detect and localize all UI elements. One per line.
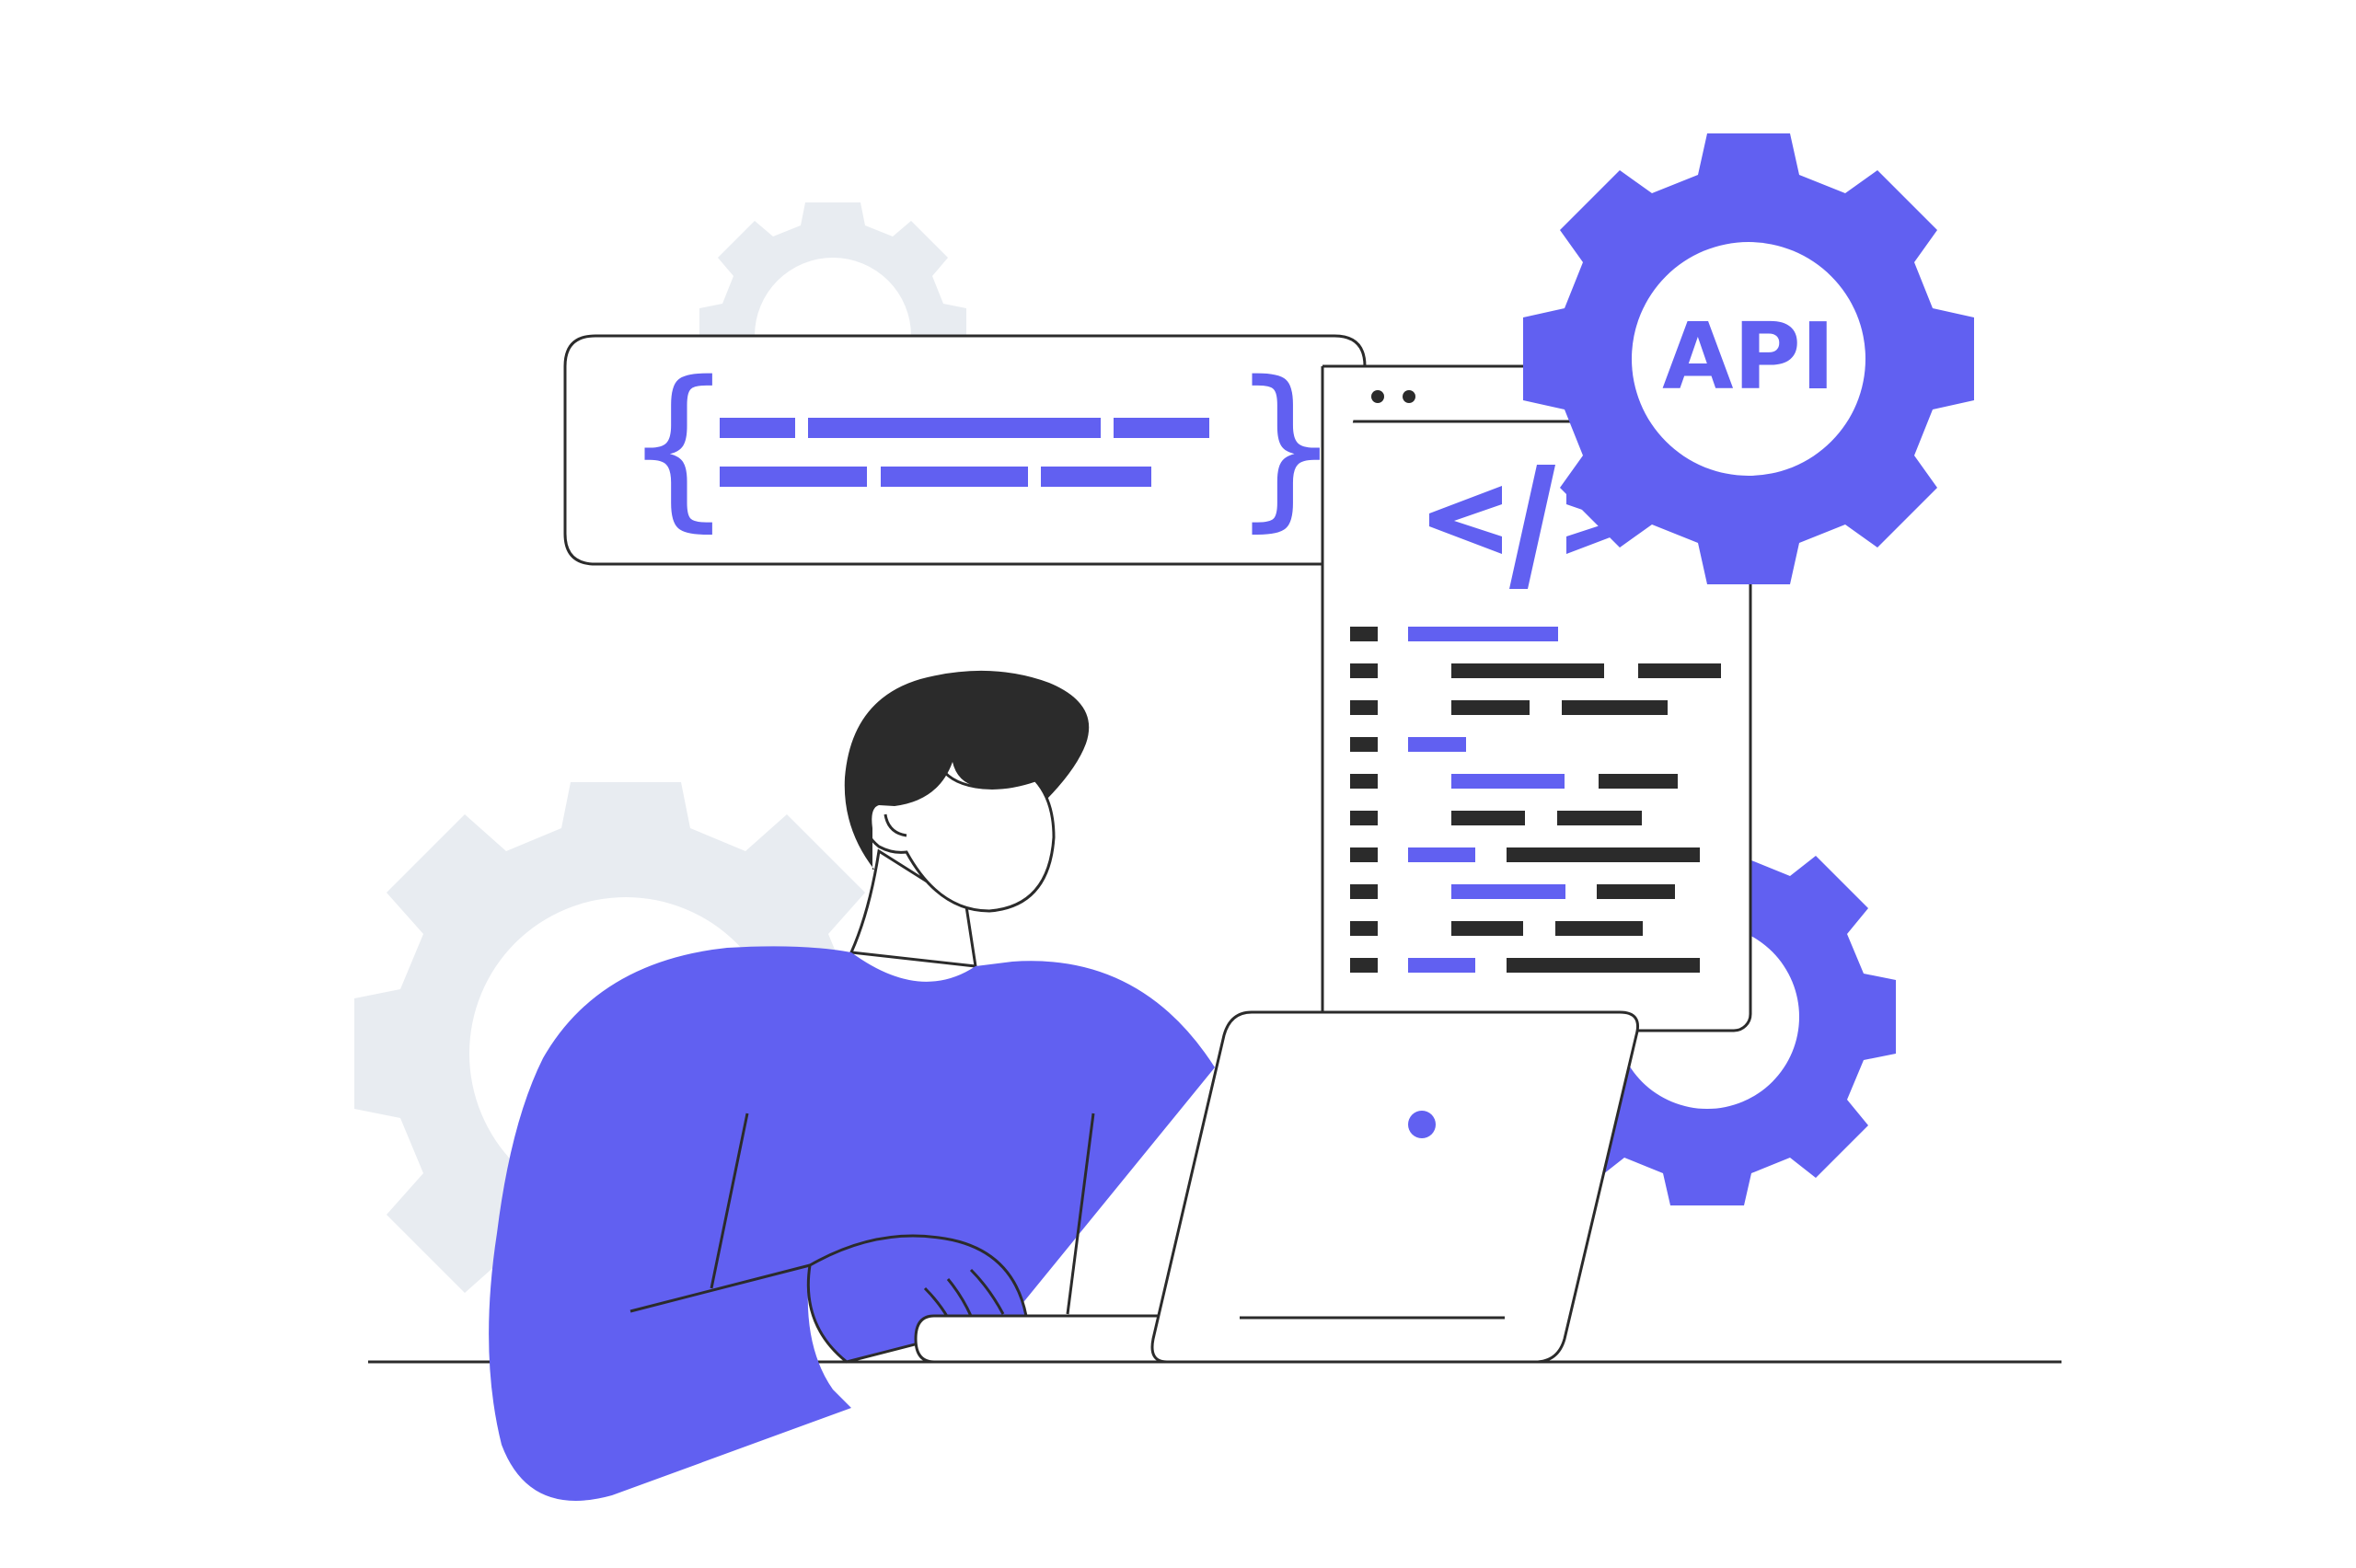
laptop-logo (1408, 1111, 1436, 1138)
close-brace: } (1233, 344, 1338, 548)
window-dot (1403, 390, 1415, 403)
person-hair (844, 670, 1090, 870)
gear-icon-api: API (1523, 133, 1974, 584)
laptop-icon (1150, 1010, 1639, 1364)
json-card: { } (563, 334, 1367, 566)
open-brace: { (626, 344, 731, 548)
person-torso (489, 946, 1215, 1501)
api-label: API (1662, 303, 1835, 410)
code-lines (1350, 627, 1721, 973)
person-illustration (489, 670, 1215, 1501)
window-dot (1371, 390, 1384, 403)
